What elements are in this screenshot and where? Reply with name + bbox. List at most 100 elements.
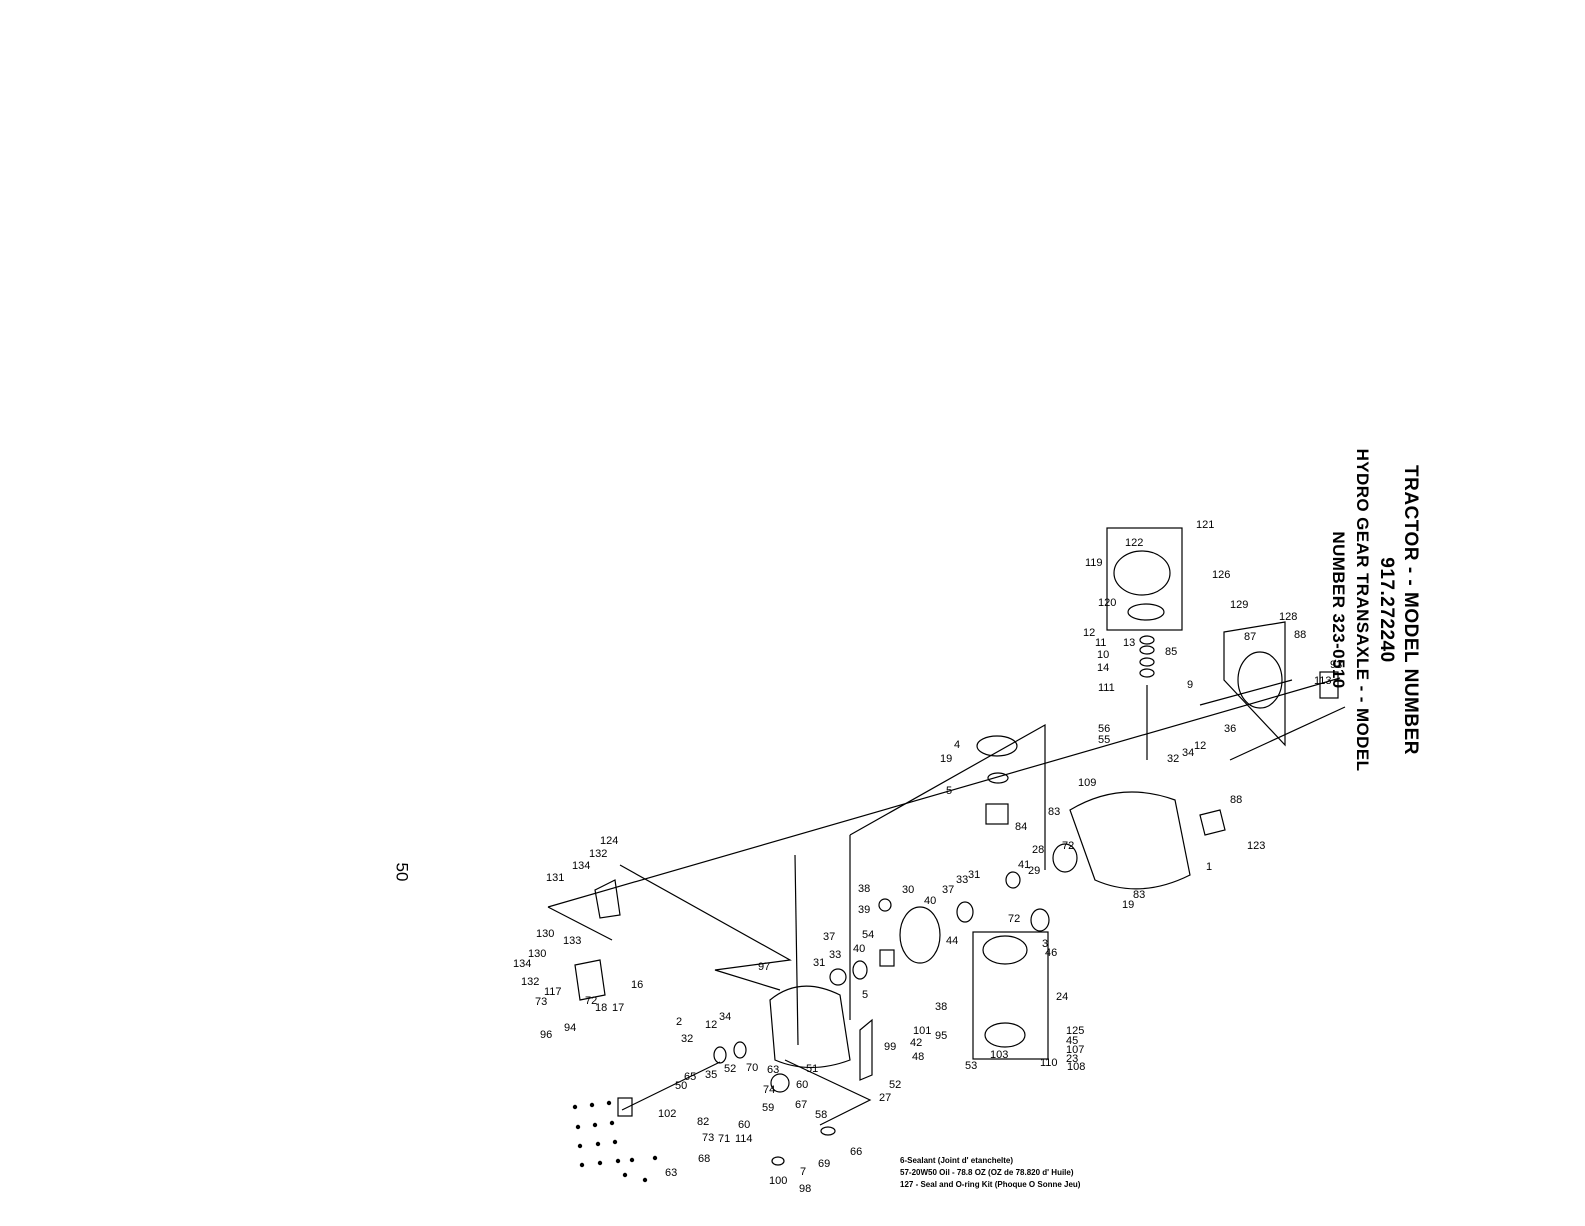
callout-52: 52 [889,1079,901,1091]
callout-60: 60 [796,1079,808,1091]
callout-73: 73 [702,1132,714,1144]
callout-109: 109 [1078,777,1096,789]
callout-35: 35 [705,1069,717,1081]
washer-95 [771,1156,785,1166]
pinion-38 [878,898,892,912]
callout-13: 13 [1123,637,1135,649]
fan-kit-box [1106,527,1183,631]
callout-126: 126 [1212,569,1230,581]
callout-132: 132 [521,976,539,988]
callout-129: 129 [1230,599,1248,611]
bolt-8 [612,1139,618,1145]
callout-95: 95 [935,1030,947,1042]
assembly-outline-3 [849,723,1046,870]
callout-114: 114 [735,1133,753,1145]
bracket-103 [859,1018,873,1081]
callout-58: 58 [815,1109,827,1121]
callout-85: 85 [1165,646,1177,658]
callout-132: 132 [589,848,607,860]
callout-55: 55 [1098,734,1110,746]
bearing-19 [987,772,1009,784]
bracket-93 [1319,671,1339,699]
callout-5: 5 [862,989,868,1001]
callout-40: 40 [853,943,865,955]
callout-46: 46 [1045,947,1057,959]
bolt-2 [606,1100,612,1106]
callout-93: 93 [1330,659,1342,671]
callout-108: 108 [1067,1061,1085,1073]
bolt-13 [642,1177,648,1183]
bolt-10 [597,1160,603,1166]
control-arm-bracket [574,959,606,1001]
callout-134: 134 [513,958,531,970]
callout-14: 14 [1097,662,1109,674]
bolt-set [572,1100,658,1183]
callout-65: 65 [684,1071,696,1083]
note-sealant: 6-Sealant (Joint d' etanchelte) [900,1156,1014,1165]
callout-125: 125 [1066,1025,1084,1037]
bolt-1 [589,1102,595,1108]
lower-housing-2 [769,985,851,1069]
callout-131: 131 [546,872,564,884]
title-block: TRACTOR - - MODEL NUMBER 917.272240 HYDR… [1329,430,1422,790]
note-seal-kit: 127 - Seal and O-ring Kit (Phoque O Sonn… [900,1180,1081,1189]
callout-111: 111 [1098,682,1115,694]
seal-12-left [713,1046,727,1064]
callout-59: 59 [762,1102,774,1114]
callout-98: 98 [799,1183,811,1195]
callout-83: 83 [1048,806,1060,818]
linkage-rod [1199,679,1293,706]
gear-37 [956,901,974,923]
note-oil: 57-20W50 Oil - 78.8 OZ (OZ de 78.820 d' … [900,1168,1074,1177]
callout-12: 12 [705,1019,717,1031]
callout-19: 19 [940,753,952,765]
bolt-7 [595,1141,601,1147]
callout-83: 83 [1133,889,1145,901]
callout-134: 134 [572,860,590,872]
callout-32: 32 [681,1033,693,1045]
callout-67: 67 [795,1099,807,1111]
callout-88: 88 [1294,629,1306,641]
callout-68: 68 [698,1153,710,1165]
left-axle-shaft [621,1061,721,1111]
bolt-15 [629,1157,635,1163]
washer-100 [820,1126,836,1136]
callout-97: 97 [758,961,770,973]
callout-122: 122 [1125,537,1143,549]
transaxle-housing [1069,791,1191,890]
upper-bracket [594,879,621,919]
callout-63: 63 [665,1167,677,1179]
bolt-5 [609,1120,615,1126]
bolt-9 [579,1162,585,1168]
callout-113: 113 [1314,675,1332,687]
callout-53: 53 [965,1060,977,1072]
callout-74: 74 [763,1084,775,1096]
ring-gear-30 [899,906,941,964]
callout-45: 45 [1066,1035,1078,1047]
callout-103: 103 [990,1049,1008,1061]
callout-54: 54 [862,929,874,941]
callout-130: 130 [528,948,546,960]
axle-bracket [617,1097,633,1117]
callout-37: 37 [823,931,835,943]
bearing-32-left [733,1041,747,1059]
callout-84: 84 [1015,821,1027,833]
bolt-11 [615,1158,621,1164]
callout-31: 31 [813,957,825,969]
callout-16: 16 [631,979,643,991]
callout-37: 37 [942,884,954,896]
callout-110: 110 [1040,1057,1058,1069]
callout-39: 39 [858,904,870,916]
title-line-1: TRACTOR - - MODEL NUMBER 917.272240 [1376,465,1421,755]
callout-24: 24 [1056,991,1068,1003]
callout-33: 33 [956,874,968,886]
callout-87: 87 [1244,631,1256,643]
callout-9: 9 [1187,679,1193,691]
washer-14 [1139,668,1155,678]
callout-19: 19 [1122,899,1134,911]
bolt-6 [577,1143,583,1149]
callout-29: 29 [1028,865,1040,877]
bolt-0 [572,1104,578,1110]
callout-60: 60 [738,1119,750,1131]
callout-4: 4 [954,739,960,751]
